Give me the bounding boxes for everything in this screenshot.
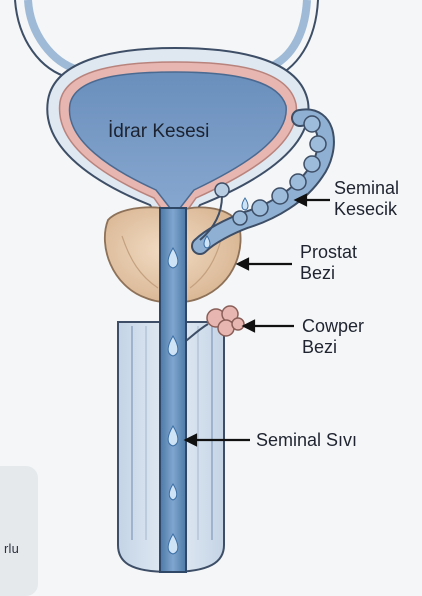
side-card-text: rlu: [4, 541, 19, 556]
label-line: Seminal Sıvı: [256, 430, 357, 451]
label-line: Kesecik: [334, 199, 399, 220]
label-line: Cowper: [302, 316, 364, 337]
label-line: Prostat: [300, 242, 357, 263]
label-line: Bezi: [302, 337, 364, 358]
side-card: [0, 466, 38, 596]
label-line: Seminal: [334, 178, 399, 199]
label-seminal-fluid: Seminal Sıvı: [256, 430, 357, 451]
label-cowper: Cowper Bezi: [302, 316, 364, 358]
label-prostate: Prostat Bezi: [300, 242, 357, 284]
diagram-canvas: İdrar Kesesi Seminal Kesecik Prostat Bez…: [0, 0, 422, 583]
label-line: Bezi: [300, 263, 357, 284]
bladder-label: İdrar Kesesi: [108, 121, 209, 143]
label-seminal-vesicle: Seminal Kesecik: [334, 178, 399, 220]
anatomy-illustration: [0, 0, 422, 583]
